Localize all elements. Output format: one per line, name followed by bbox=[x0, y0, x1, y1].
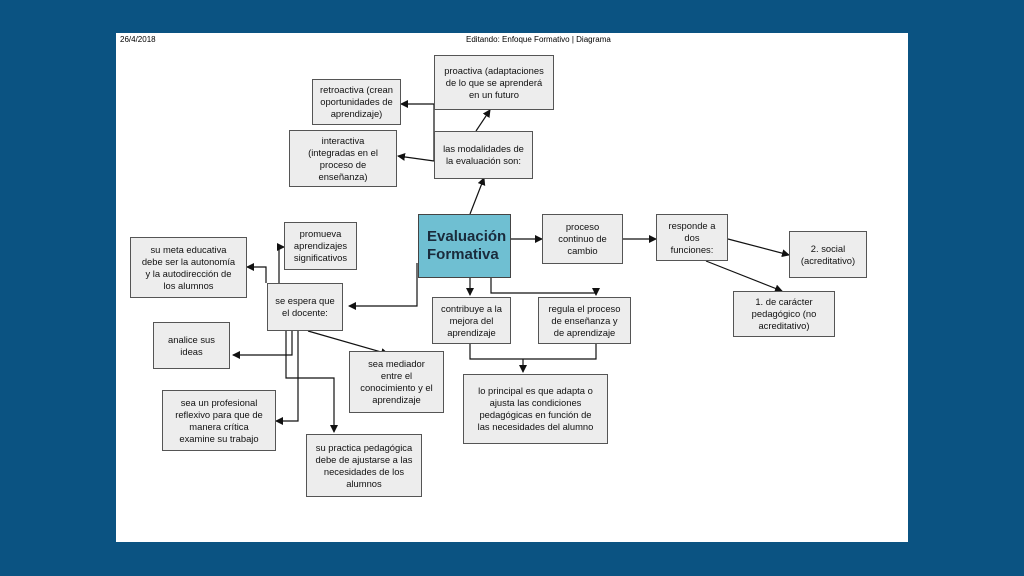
connector-lines bbox=[232, 100, 790, 433]
node-retroactiva[interactable]: retroactiva (crean oportunidades de apre… bbox=[312, 79, 401, 125]
node-modalidades[interactable]: las modalidades de la evaluación son: bbox=[434, 131, 533, 179]
node-promueva[interactable]: promueva aprendizajes significativos bbox=[284, 222, 357, 270]
link-responde-pedagogico bbox=[705, 260, 783, 293]
link-espera-practica bbox=[285, 331, 338, 433]
node-lo-principal[interactable]: lo principal es que adapta o ajusta las … bbox=[463, 374, 608, 444]
link-espera-promueva bbox=[277, 243, 285, 283]
node-responde-funciones[interactable]: responde a dos funciones: bbox=[656, 214, 728, 261]
node-practica-pedagogica[interactable]: su practica pedagógica debe de ajustarse… bbox=[306, 434, 422, 497]
link-espera-meta bbox=[246, 263, 267, 283]
link-modalidades-interactiva bbox=[397, 153, 435, 162]
link-main-regula bbox=[490, 278, 600, 296]
node-regula[interactable]: regula el proceso de enseñanza y de apre… bbox=[538, 297, 631, 344]
link-modalidades-retroactiva bbox=[400, 100, 435, 161]
node-proceso-continuo[interactable]: proceso continuo de cambio bbox=[542, 214, 623, 264]
node-sea-mediador[interactable]: sea mediador entre el conocimiento y el … bbox=[349, 351, 444, 413]
link-main-modalidades bbox=[469, 177, 486, 215]
node-profesional-reflexivo[interactable]: sea un profesional reflexivo para que de… bbox=[162, 390, 276, 451]
node-social[interactable]: 2. social (acreditativo) bbox=[789, 231, 867, 278]
link-responde-social bbox=[727, 238, 790, 258]
link-modalidades-proactiva bbox=[475, 109, 491, 132]
node-se-espera-docente[interactable]: se espera que el docente: bbox=[267, 283, 343, 331]
link-main-espera bbox=[348, 263, 418, 310]
node-meta-educativa[interactable]: su meta educativa debe ser la autonomía … bbox=[130, 237, 247, 298]
diagram-sheet: 26/4/2018 Editando: Enfoque Formativo | … bbox=[116, 33, 908, 542]
link-espera-analice bbox=[232, 331, 293, 359]
link-to-principal bbox=[469, 344, 597, 372]
node-proactiva[interactable]: proactiva (adaptaciones de lo que se apr… bbox=[434, 55, 554, 110]
node-pedagogico[interactable]: 1. de carácter pedagógico (no acreditati… bbox=[733, 291, 835, 337]
node-contribuye[interactable]: contribuye a la mejora del aprendizaje bbox=[432, 297, 511, 344]
node-evaluacion-formativa[interactable]: Evaluación Formativa bbox=[418, 214, 511, 278]
node-analice-ideas[interactable]: analice sus ideas bbox=[153, 322, 230, 369]
header-date: 26/4/2018 bbox=[120, 35, 156, 44]
header-title: Editando: Enfoque Formativo | Diagrama bbox=[466, 35, 611, 44]
node-interactiva[interactable]: interactiva (integradas en el proceso de… bbox=[289, 130, 397, 187]
link-espera-reflexivo bbox=[275, 331, 299, 425]
link-espera-mediador bbox=[307, 330, 389, 356]
